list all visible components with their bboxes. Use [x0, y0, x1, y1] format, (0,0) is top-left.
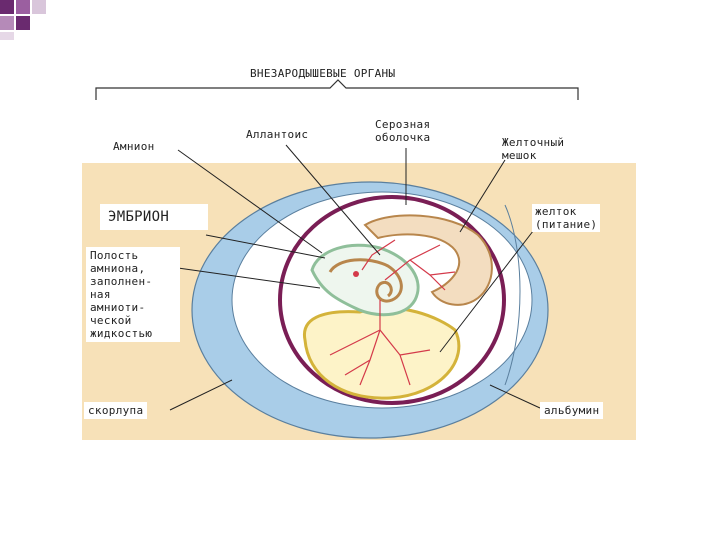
label-amnion: Амнион: [113, 140, 155, 153]
label-yolk: желток (питание): [532, 204, 600, 232]
label-yolk-sac: Желточный мешок: [502, 136, 564, 162]
label-albumen: альбумин: [540, 402, 603, 419]
header-title: ВНЕЗАРОДЫШЕВЫЕ ОРГАНЫ: [250, 67, 395, 80]
label-serosa: Серозная оболочка: [375, 118, 430, 144]
label-embryo: ЭМБРИОН: [100, 204, 208, 230]
embryo-heart: [353, 271, 359, 277]
label-allantois: Аллантоис: [246, 128, 308, 141]
label-shell: скорлупа: [84, 402, 147, 419]
header-brace: [96, 80, 578, 100]
label-amnion-cavity: Полость амниона, заполнен- ная амниоти- …: [86, 247, 180, 342]
